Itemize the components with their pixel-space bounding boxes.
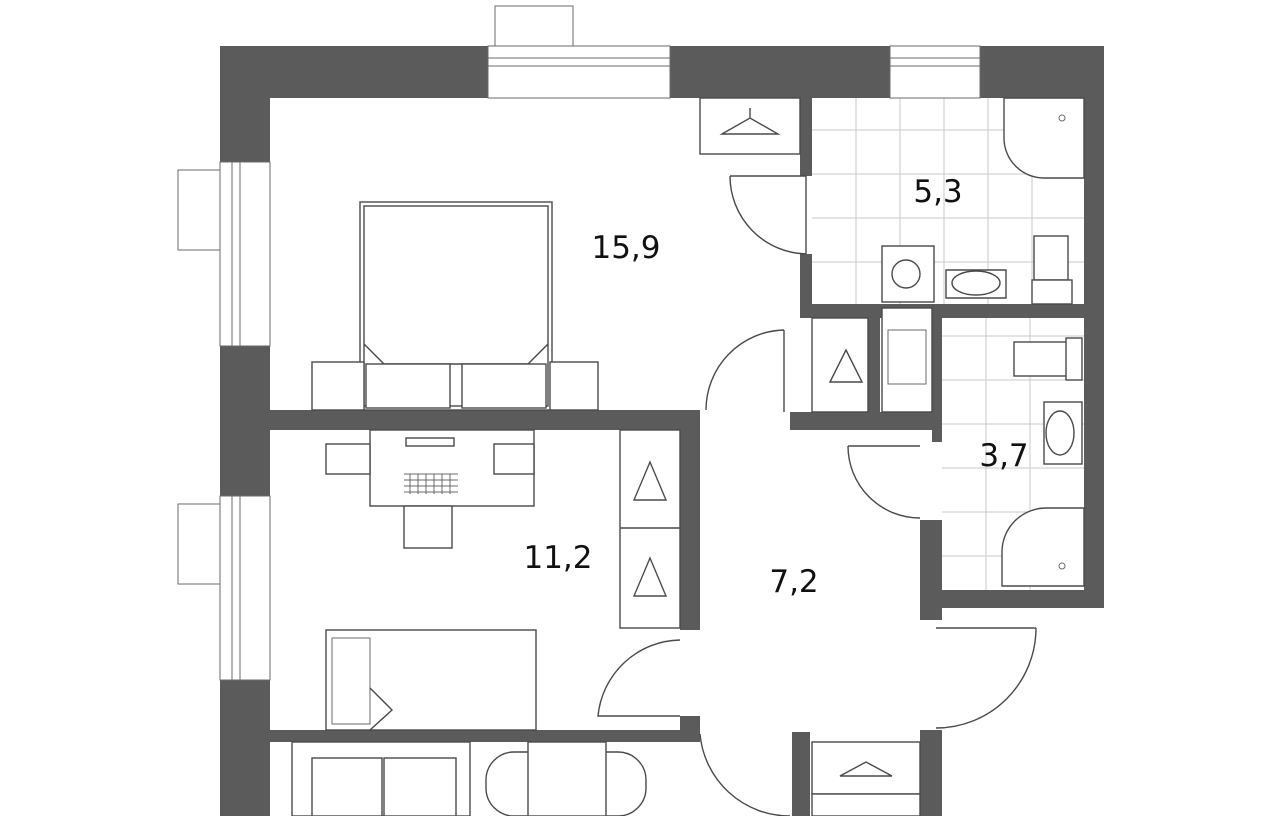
windows: [177, 5, 981, 681]
doors: [597, 175, 1037, 816]
walls: [220, 46, 1104, 816]
bathroom-1-area-label: 5,3: [913, 174, 962, 210]
bedroom-1-furniture: [311, 97, 801, 411]
bathroom-2-fixtures: [1001, 337, 1085, 587]
bedroom-2-area-label: 11,2: [523, 540, 592, 576]
hall-closet: [811, 307, 933, 413]
bathroom-2-area-label: 3,7: [979, 438, 1028, 474]
bathroom-1-fixtures: [881, 97, 1085, 305]
hallway-area-label: 7,2: [769, 564, 818, 600]
bedroom-1-area-label: 15,9: [591, 230, 660, 266]
living-furniture: [291, 741, 921, 816]
bedroom-2-furniture: [325, 429, 681, 731]
